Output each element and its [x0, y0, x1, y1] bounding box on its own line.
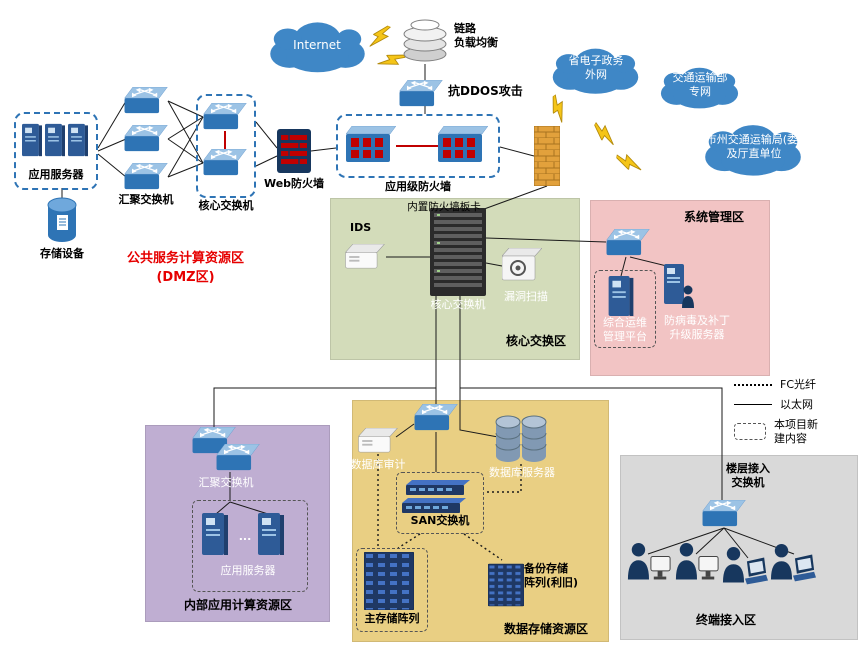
server-ellipsis: ... — [238, 530, 252, 543]
vuln-scan-label: 漏洞扫描 — [504, 290, 548, 303]
terminal-user-laptop-icon — [722, 544, 768, 596]
internal-agg-switch-icon — [216, 444, 260, 472]
internal-app-server-icon — [258, 512, 284, 556]
terminal-user-desktop-icon — [674, 540, 720, 594]
san-switch-icon — [402, 498, 466, 514]
lightning-icon — [614, 152, 644, 173]
agg-switch-icon — [124, 87, 168, 115]
legend-new-row: 本项目新 建内容 — [734, 418, 818, 445]
storage-device-label: 存储设备 — [40, 247, 84, 260]
db-server-icon — [494, 414, 548, 464]
storage-zone-label: 数据存储资源区 — [503, 622, 588, 636]
new-build-box-sample — [734, 423, 766, 441]
lightning-icon — [545, 93, 573, 124]
terminal-user-desktop-icon — [626, 540, 672, 594]
legend-fc-row: FC光纤 — [734, 378, 818, 391]
city-bureau-cloud-label: 市州交通运输局(委) 及厅直单位 — [705, 133, 803, 160]
app-firewall-box — [336, 114, 500, 178]
mgmt-zone-label: 系统管理区 — [683, 210, 744, 224]
legend-new-label: 本项目新 建内容 — [774, 418, 818, 445]
ops-platform-server-icon — [608, 276, 634, 316]
dmz-app-server-label: 应用服务器 — [28, 168, 84, 181]
main-storage-array-icon — [364, 552, 414, 610]
db-audit-label: 数据库审计 — [350, 458, 406, 471]
agg-switch-label: 汇聚交换机 — [118, 193, 174, 206]
app-firewall-device-icon — [438, 126, 488, 164]
fc-line-sample — [734, 383, 772, 386]
dmz-app-server-box — [14, 112, 98, 190]
ethernet-line-sample — [734, 404, 772, 406]
anti-ddos-icon — [398, 80, 444, 108]
application-server-icon — [22, 122, 42, 158]
firewall-wall-icon — [534, 126, 560, 186]
core-switch-icon — [203, 149, 247, 177]
application-server-icon — [45, 122, 65, 158]
load-balancer-icon — [402, 16, 448, 62]
gov-extranet-cloud-label: 省电子政务 外网 — [568, 54, 624, 81]
lightning-icon — [589, 120, 621, 147]
load-balancer-label: 链路 负载均衡 — [454, 22, 498, 49]
ops-platform-label: 综合运维 管理平台 — [603, 316, 647, 343]
antivirus-server-icon — [664, 264, 694, 308]
internal-app-server-box — [192, 500, 308, 592]
backup-storage-label: 备份存储 阵列(利旧) — [524, 562, 579, 589]
storage-device-icon — [47, 197, 77, 243]
builtin-fw-card-label: 内置防火墙板卡 — [407, 201, 481, 213]
web-firewall-icon — [277, 129, 311, 173]
main-storage-box — [356, 548, 428, 632]
san-switch-box — [396, 472, 484, 534]
db-audit-icon — [358, 428, 398, 454]
application-server-icon — [68, 122, 88, 158]
internal-agg-switch-label: 汇聚交换机 — [198, 476, 254, 489]
backup-storage-array-icon — [488, 562, 524, 608]
main-storage-label: 主存储阵列 — [364, 612, 420, 625]
internal-zone-label: 内部应用计算资源区 — [183, 598, 292, 612]
ministry-network-cloud-label: 交通运输部 专网 — [672, 71, 728, 98]
san-switch-label: SAN交换机 — [410, 514, 470, 527]
anti-ddos-label: 抗DDOS攻击 — [448, 84, 523, 98]
web-firewall-label: Web防火墙 — [263, 177, 325, 190]
internet-cloud-label: Internet — [293, 38, 341, 52]
core-switch-icon — [203, 103, 247, 131]
storage-zone-switch-icon — [414, 404, 458, 432]
mgmt-switch-icon — [606, 229, 650, 257]
legend-fc-label: FC光纤 — [780, 378, 817, 391]
legend-ethernet-label: 以太网 — [780, 398, 813, 412]
app-firewall-device-icon — [346, 126, 396, 164]
db-server-label: 数据库服务器 — [489, 466, 555, 479]
san-switch-icon — [406, 480, 470, 496]
app-firewall-label: 应用级防火墙 — [385, 180, 451, 193]
floor-switch-icon — [702, 500, 746, 528]
internal-app-server-label: 应用服务器 — [220, 564, 276, 577]
vuln-scanner-icon — [502, 248, 542, 282]
ids-device-icon — [344, 244, 386, 270]
terminal-user-laptop-icon — [770, 540, 816, 594]
core-switch-rack-icon — [430, 208, 486, 296]
legend: FC光纤 以太网 本项目新 建内容 — [734, 378, 818, 445]
internal-app-server-icon — [202, 512, 228, 556]
terminal-zone-label: 终端接入区 — [695, 613, 756, 627]
agg-switch-icon — [124, 163, 168, 191]
agg-switch-icon — [124, 125, 168, 153]
core-rack-label: 核心交换机 — [430, 298, 486, 311]
dmz-zone-title: 公共服务计算资源区 (DMZ区) — [126, 251, 244, 285]
lightning-icon — [367, 21, 393, 53]
core-switch-label: 核心交换机 — [198, 199, 254, 212]
core-zone-label: 核心交换区 — [505, 334, 566, 348]
ids-label: IDS — [350, 221, 372, 234]
antivirus-label: 防病毒及补丁 升级服务器 — [664, 314, 730, 341]
legend-ethernet-row: 以太网 — [734, 398, 818, 411]
floor-switch-label: 楼层接入 交换机 — [726, 462, 770, 489]
